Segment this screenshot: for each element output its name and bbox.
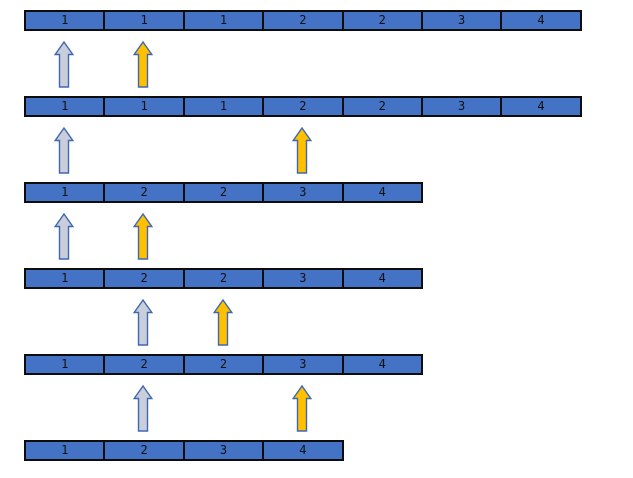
array-cell: 4 [342,183,422,202]
array-cell: 3 [263,355,343,374]
array-cell: 1 [104,97,184,116]
array-cell: 3 [421,11,502,30]
fast-pointer-arrow-icon [291,127,312,174]
array-cell: 3 [421,97,502,116]
array-cell: 2 [342,97,422,116]
array-cell: 2 [263,97,343,116]
array-cell: 2 [183,269,264,288]
array-cell: 1 [183,97,264,116]
array-cell: 4 [263,441,343,460]
array-cell: 4 [342,269,422,288]
array-cell: 3 [183,441,264,460]
fast-pointer-arrow-icon [133,213,154,260]
slow-pointer-arrow-icon [133,299,154,346]
array-cell: 1 [104,11,184,30]
slow-pointer-arrow-icon [53,127,74,174]
array-cell: 3 [263,269,343,288]
array-cell: 2 [183,183,264,202]
array-cell: 1 [25,183,105,202]
array-cell: 3 [263,183,343,202]
array-cell: 1 [183,11,264,30]
pointer-arrow-layer [24,213,584,260]
fast-pointer-arrow-icon [133,41,154,88]
array-cell: 1 [25,269,105,288]
array-cell: 4 [501,97,581,116]
pointer-arrow-layer [24,385,584,432]
array-cell: 4 [342,355,422,374]
slow-pointer-arrow-icon [133,385,154,432]
slow-pointer-arrow-icon [53,41,74,88]
pointer-arrow-layer [24,41,584,88]
fast-pointer-arrow-icon [291,385,312,432]
fast-pointer-arrow-icon [212,299,233,346]
pointer-arrow-layer [24,127,584,174]
array-cell: 4 [501,11,581,30]
array-cell: 1 [25,441,105,460]
array-cell: 2 [104,183,184,202]
array-cell: 2 [104,441,184,460]
array-cell: 1 [25,355,105,374]
array-cell: 2 [183,355,264,374]
array-cell: 1 [25,11,105,30]
array-cell: 2 [342,11,422,30]
array-cell: 1 [25,97,105,116]
array-cell: 2 [263,11,343,30]
array-cell: 2 [104,355,184,374]
array-cell: 2 [104,269,184,288]
pointer-arrow-layer [24,299,584,346]
slow-pointer-arrow-icon [53,213,74,260]
